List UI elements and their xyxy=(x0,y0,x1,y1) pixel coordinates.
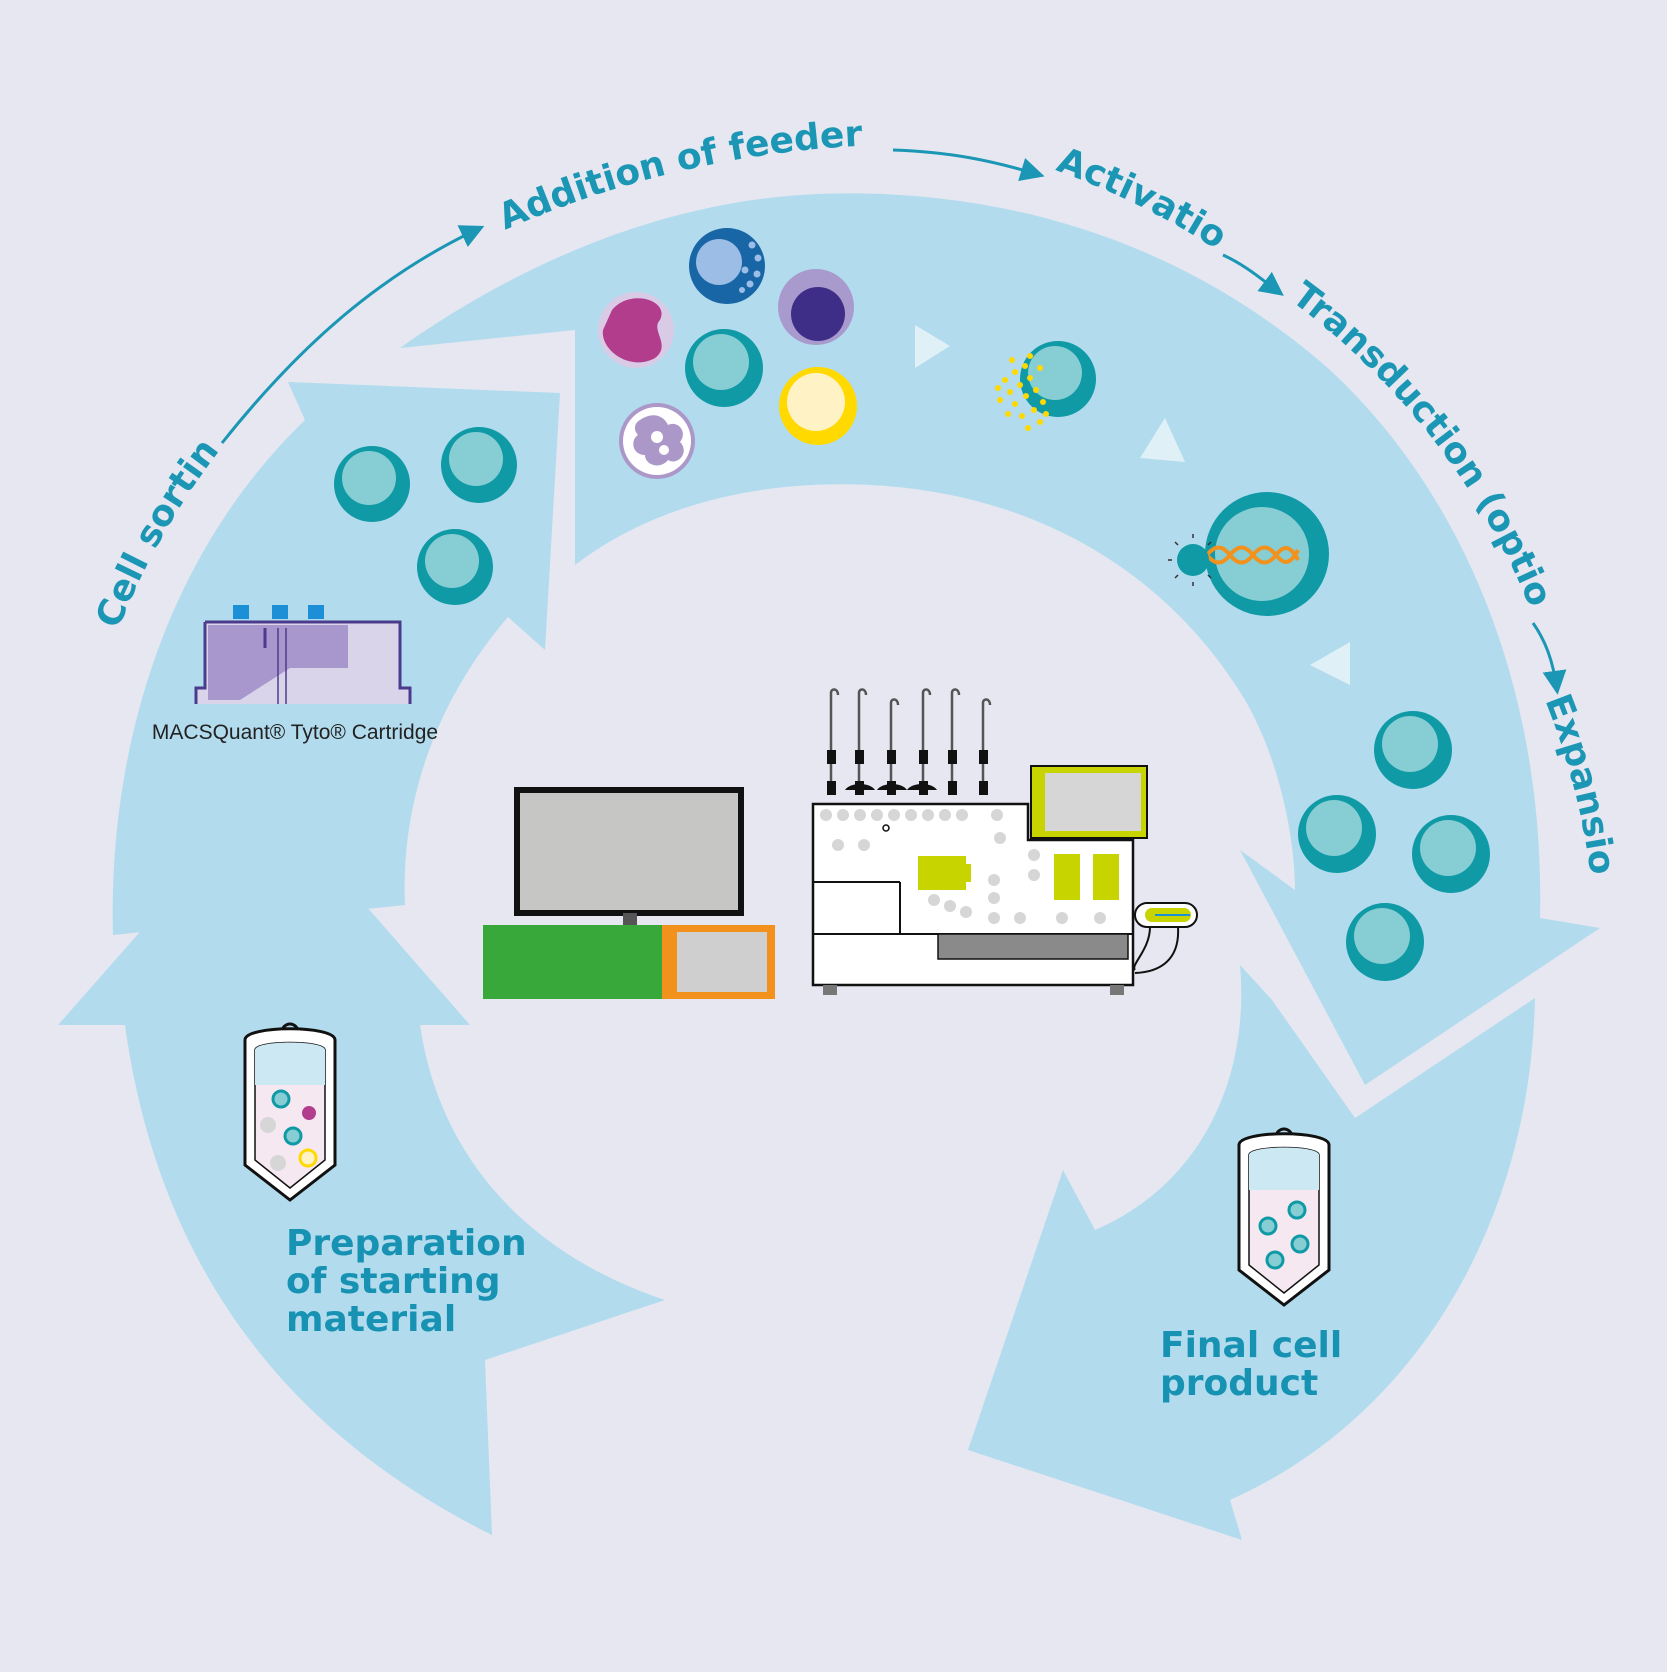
sorted-cells xyxy=(334,427,517,605)
main-arc-band xyxy=(400,193,1600,1086)
cell-icon xyxy=(417,529,493,605)
arrow-activation-to-transduction xyxy=(1222,253,1284,296)
cell-bag-icon xyxy=(243,1022,337,1202)
cartridge-label: MACSQuant® Tyto® Cartridge xyxy=(152,721,438,744)
bioreactor-instrument-icon xyxy=(811,688,1198,995)
cartridge-icon xyxy=(194,605,412,704)
final-product-label-line-1: Final cell xyxy=(1160,1325,1342,1366)
activation-bead-icon xyxy=(995,341,1096,431)
step-arrows xyxy=(220,148,1567,695)
feeder-cell-icon xyxy=(778,269,854,345)
cell-icon xyxy=(1298,795,1376,873)
direction-triangle-2 xyxy=(1140,418,1185,462)
cell-icon xyxy=(1346,903,1424,981)
cell-icon xyxy=(1374,711,1452,789)
final-product-label-line-2: product xyxy=(1160,1363,1318,1404)
step-label-cell-sorting: Cell sorting xyxy=(0,0,227,633)
feeder-cell-icon xyxy=(685,329,763,407)
expanded-cells xyxy=(1298,711,1490,981)
arrow-transduction-to-expansion xyxy=(1531,622,1567,695)
feeder-cells xyxy=(598,228,857,479)
left-lower-arc-band xyxy=(58,790,665,1535)
cell-icon xyxy=(334,446,410,522)
preparation-label-line-3: material xyxy=(286,1299,456,1340)
feeder-cell-icon xyxy=(619,403,695,479)
direction-triangle-3 xyxy=(1310,642,1350,685)
feeder-cell-icon xyxy=(779,367,857,445)
feeder-cell-icon xyxy=(689,228,765,304)
arrow-feeder-to-activation xyxy=(892,148,1045,181)
direction-markers xyxy=(915,325,1350,685)
cell-bag-icon xyxy=(1237,1127,1331,1307)
cell-icon xyxy=(441,427,517,503)
preparation-label: Preparation of starting material xyxy=(286,1223,527,1340)
preparation-label-line-2: of starting xyxy=(286,1261,501,1302)
step-label-activation: Activation xyxy=(0,0,1234,257)
preparation-label-line-1: Preparation xyxy=(286,1223,527,1264)
feeder-cell-icon xyxy=(598,292,674,368)
computer-icon xyxy=(483,787,775,999)
direction-triangle-1 xyxy=(915,325,950,368)
virus-dna-icon xyxy=(1168,492,1329,616)
cell-icon xyxy=(1412,815,1490,893)
arrow-sorting-to-feeder xyxy=(220,225,485,444)
final-product-label: Final cell product xyxy=(1160,1325,1342,1404)
